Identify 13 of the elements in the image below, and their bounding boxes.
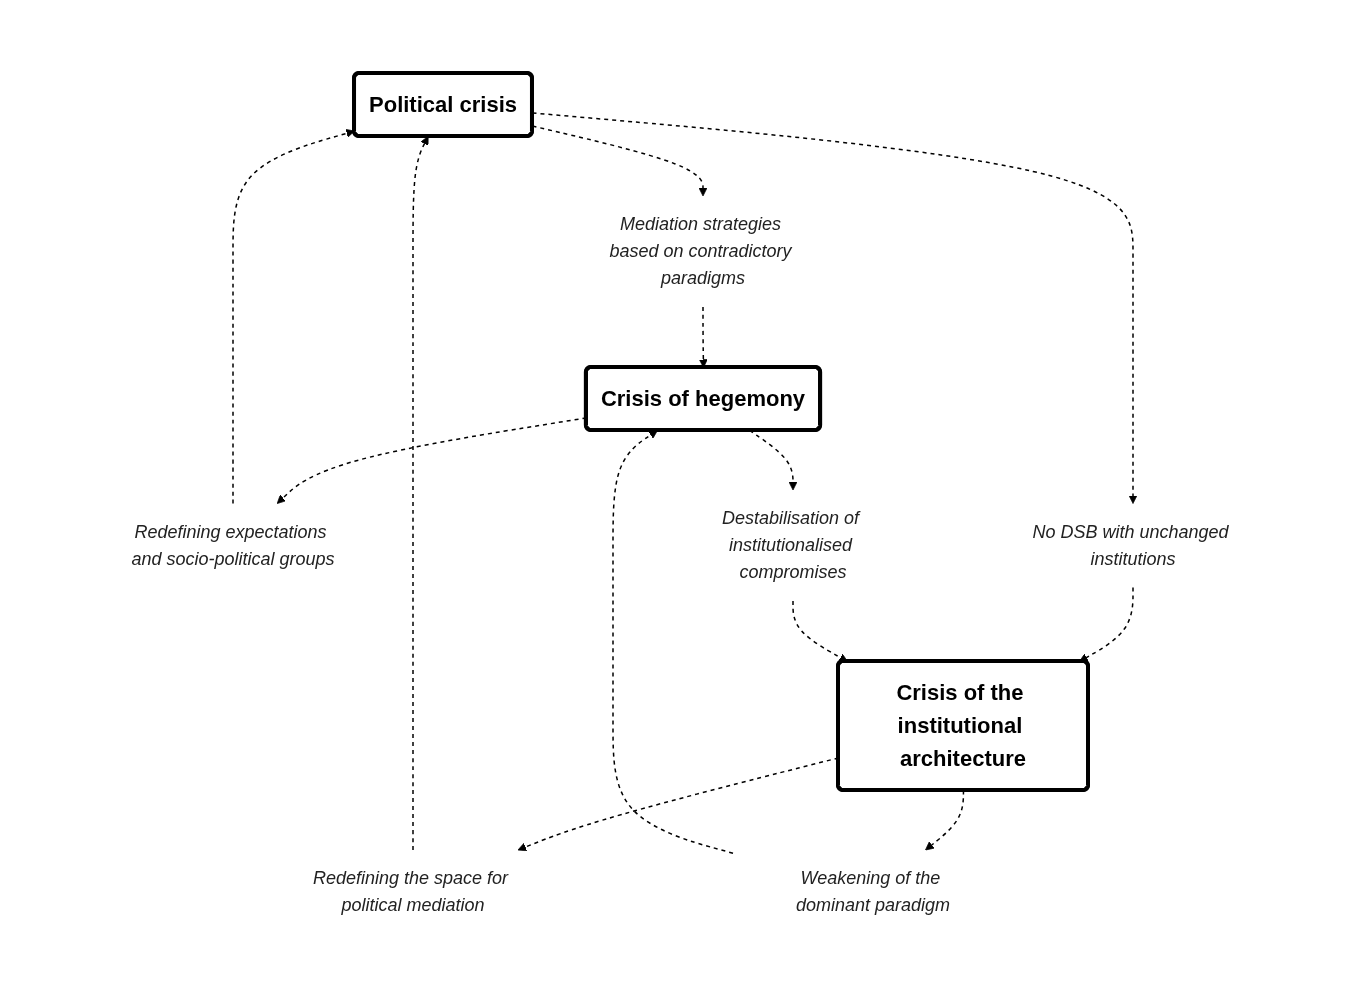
arrow	[1079, 586, 1134, 662]
node-text: Destabilisation of institutionalised compromises	[721, 508, 860, 582]
node-text: Redefining the space for political mediation	[312, 868, 509, 915]
node-text: Weakening of the dominant paradigm	[795, 868, 951, 915]
arrow	[612, 430, 734, 854]
arrow	[232, 129, 355, 505]
node-text: Crisis of the institutional architecture	[896, 680, 1026, 771]
arrow	[698, 306, 708, 368]
arrow	[412, 136, 429, 851]
node-text: No DSB with unchanged institutions	[1032, 521, 1229, 569]
node-text: Redefining expectations and socio-political groups	[131, 521, 335, 569]
arrow	[792, 600, 848, 662]
node-text: Mediation strategies based on contradictory paradigms	[609, 214, 792, 288]
